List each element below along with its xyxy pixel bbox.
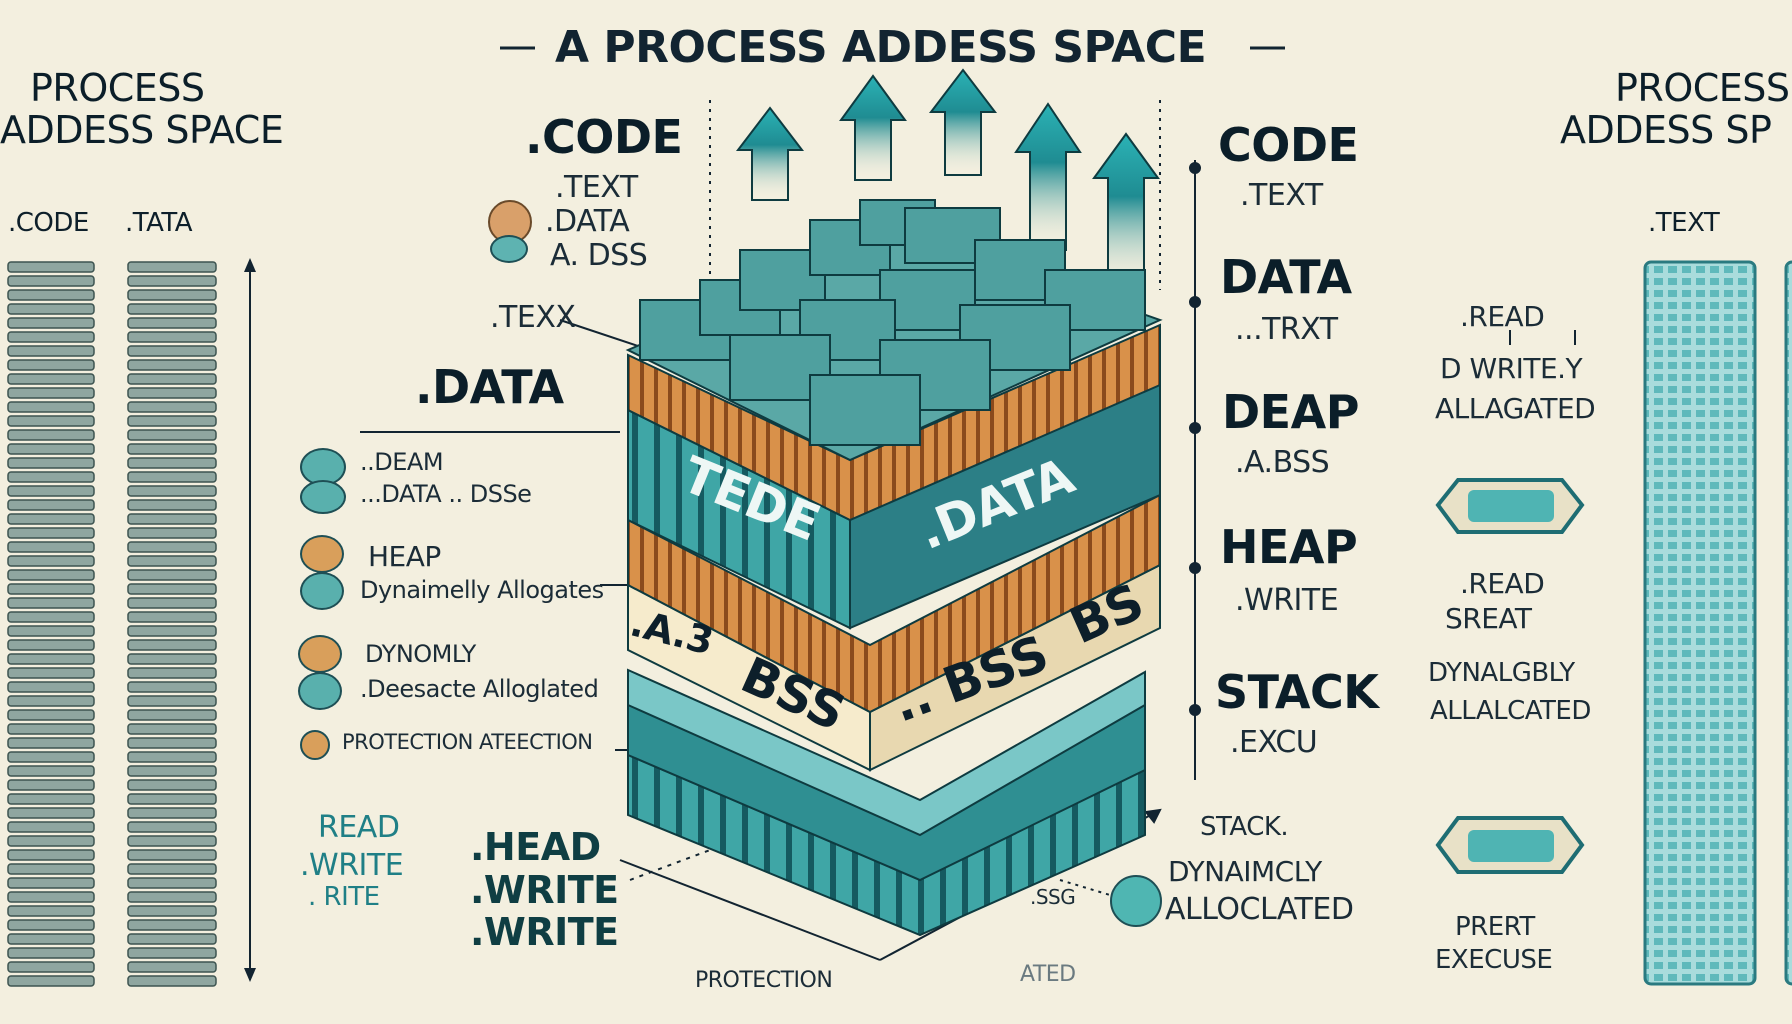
diagram-title: A PROCESS ADDESS SPACE xyxy=(555,22,1207,73)
teal-dot-icon xyxy=(298,672,342,710)
right-deap-label: DEAP xyxy=(1222,385,1359,439)
left-head-label: .HEAD xyxy=(470,825,601,869)
far-right-allagated-label: ALLAGATED xyxy=(1435,392,1596,425)
left-write2-label: .WRITE xyxy=(470,868,619,912)
left-data-dsse-label: ...DATA .. DSSe xyxy=(360,480,532,508)
hexagon-badges xyxy=(1435,478,1585,874)
right-trxt-label: ...TRXT xyxy=(1235,312,1338,347)
teal-dot-icon xyxy=(300,480,346,514)
far-right-dwrite-label: D WRITE.Y xyxy=(1440,352,1583,385)
far-right-read2-label: .READ xyxy=(1460,567,1545,600)
left-data-small-label: .DATA xyxy=(545,204,630,239)
teal-dot-icon xyxy=(300,448,346,486)
far-right-rear-label: SREAT xyxy=(1445,602,1532,635)
left-texx-label: .TEXX xyxy=(490,300,576,335)
left-heading-line2: ADDESS SPACE xyxy=(0,108,284,152)
left-col1-label: .CODE xyxy=(8,208,89,238)
right-write-label: .WRITE xyxy=(1235,583,1339,618)
right-heading-line1: PROCESS xyxy=(1615,66,1790,110)
right-data-label: DATA xyxy=(1220,250,1352,304)
orange-dot-icon xyxy=(298,635,342,673)
orange-dot-icon xyxy=(300,535,344,573)
left-bss-small-label: A. DSS xyxy=(550,238,648,273)
right-code-label: CODE xyxy=(1218,118,1359,172)
right-excu-label: .EXCU xyxy=(1230,725,1318,760)
right-heading-line2: ADDESS SP xyxy=(1560,108,1772,152)
far-right-prert-label: PRERT xyxy=(1455,912,1535,942)
right-allocated-label: ALLOCLATED xyxy=(1165,892,1354,927)
right-dynamically-label: DYNAIMCLY xyxy=(1168,855,1322,888)
left-heading-line1: PROCESS xyxy=(30,66,205,110)
right-stack2-label: STACK. xyxy=(1200,812,1289,842)
left-read-label: READ xyxy=(318,810,400,845)
right-heap-label: HEAP xyxy=(1220,520,1358,574)
memory-stack xyxy=(625,199,1163,937)
left-protection-label: PROTECTION ATEECTION xyxy=(342,730,593,754)
left-heap-label: HEAP xyxy=(368,540,441,573)
right-text-label: .TEXT xyxy=(1240,178,1323,213)
left-deam-label: ..DEAM xyxy=(360,448,444,476)
teal-dot-icon xyxy=(300,572,344,610)
left-dyn-alloc-label: Dynaimelly Allogates xyxy=(360,576,604,604)
bottom-ated-label: ATED xyxy=(1020,962,1076,987)
teal-dot-icon xyxy=(1110,875,1162,927)
bottom-protection-label: PROTECTION xyxy=(695,968,833,993)
right-col1-label: .TEXT xyxy=(1648,208,1720,238)
left-write-label: .WRITE xyxy=(300,848,404,883)
teal-dot-icon xyxy=(490,235,528,263)
left-data-big-label: .DATA xyxy=(415,360,564,414)
right-bss-label: .A.BSS xyxy=(1235,445,1330,480)
left-col2-label: .TATA xyxy=(125,208,193,238)
orange-dot-icon xyxy=(300,730,330,760)
left-write3-label: .WRITE xyxy=(470,910,619,954)
left-text-label: .TEXT xyxy=(555,170,638,205)
right-stack-label: STACK xyxy=(1215,665,1379,719)
left-desc-alloc-label: .Deesacte Alloglated xyxy=(360,675,599,703)
far-right-read-label: .READ xyxy=(1460,300,1545,333)
upward-arrows xyxy=(735,68,1160,291)
left-dynomly-label: DYNOMLY xyxy=(365,640,476,668)
right-address-columns xyxy=(1643,260,1792,986)
left-address-columns xyxy=(7,258,256,987)
right-ssg-label: .SSG xyxy=(1030,885,1076,909)
left-code-label: .CODE xyxy=(525,110,683,164)
far-right-allalcated-label: ALLALCATED xyxy=(1430,696,1591,726)
far-right-dynalegbly-label: DYNALGBLY xyxy=(1428,658,1575,688)
left-rite-label: . RITE xyxy=(308,882,380,912)
far-right-execuse-label: EXECUSE xyxy=(1435,945,1553,975)
